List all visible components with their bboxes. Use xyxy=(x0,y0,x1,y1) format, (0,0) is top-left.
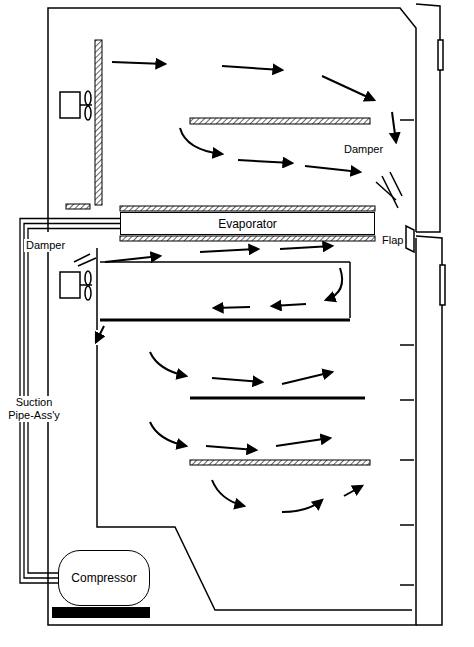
part-label: Damper xyxy=(24,239,67,252)
part-label: Suction Pipe-Ass'y xyxy=(1,396,67,422)
part-label: Flap xyxy=(380,234,405,247)
evaporator-box: Evaporator xyxy=(120,212,375,235)
part-label: Damper xyxy=(342,143,385,156)
node-text: Evaporator xyxy=(212,215,283,233)
node-text: Compressor xyxy=(65,569,142,587)
compressor-box: Compressor xyxy=(58,550,150,606)
